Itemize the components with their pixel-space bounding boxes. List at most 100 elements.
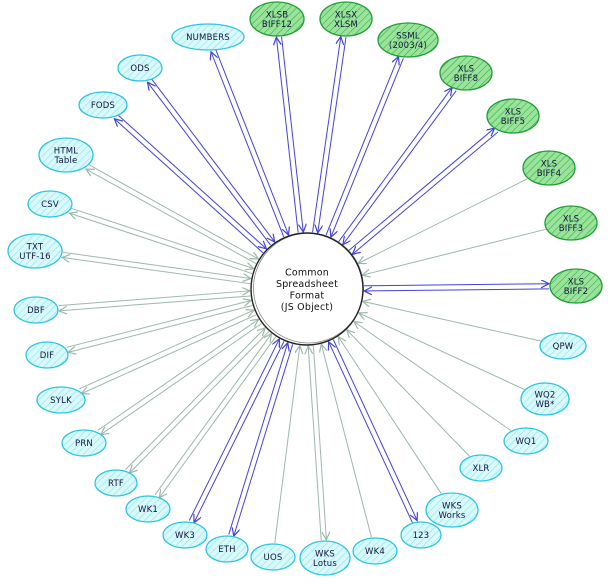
node-shape (125, 495, 171, 523)
node-dif: DIF (25, 341, 69, 369)
read-arrow (58, 291, 250, 307)
read-arrow (329, 342, 413, 523)
node-shape (38, 137, 94, 173)
node-label: ETH (218, 545, 236, 555)
node-123: 123 (400, 521, 442, 549)
edge-wk3 (188, 339, 285, 523)
node-shape (544, 205, 598, 241)
read-arrow (281, 36, 304, 232)
node-shape (319, 1, 373, 37)
node-shape (439, 55, 493, 91)
node-eth: ETH (205, 535, 249, 563)
node-label: RTF (108, 479, 124, 489)
write-arrow (325, 57, 398, 236)
read-arrow (125, 328, 265, 470)
node-label: NUMBERS (186, 33, 230, 43)
write-arrow (363, 284, 549, 286)
node-label: WK4 (365, 547, 385, 557)
read-arrow (154, 334, 271, 496)
write-arrow (147, 82, 271, 246)
node-shape (94, 469, 138, 497)
write-arrow (62, 257, 251, 285)
read-arrow (117, 114, 267, 249)
node-shape (299, 540, 351, 576)
node-shape (250, 543, 296, 571)
read-arrow (62, 251, 251, 278)
read-arrow (151, 78, 275, 242)
edge-wq2 (359, 313, 525, 390)
node-label: ODS (130, 64, 149, 74)
edge-wks-works (338, 337, 442, 494)
node-dbf: DBF (13, 296, 59, 324)
read-arrow (215, 49, 289, 235)
node-numbers: NUMBERS (171, 23, 245, 51)
node-ssml: SSML(2003/4) (377, 22, 439, 58)
write-arrow (338, 88, 452, 242)
write-arrow (194, 340, 285, 523)
read-arrow (352, 131, 499, 254)
edge-wk4 (321, 344, 372, 538)
node-label: DBF (27, 306, 45, 316)
read-arrow (363, 301, 541, 342)
edge-uos (274, 346, 300, 544)
read-arrow (88, 164, 258, 259)
edge-rtf (125, 328, 270, 473)
read-arrow (343, 90, 457, 245)
read-arrow (362, 228, 546, 275)
node-shape (503, 427, 549, 455)
node-shape (162, 521, 208, 549)
node-label: FODS (91, 101, 115, 111)
edge-xls-biff5 (348, 128, 499, 254)
edge-ods (147, 78, 275, 246)
read-arrow (331, 58, 404, 237)
read-arrow (359, 313, 525, 390)
write-arrow (312, 37, 341, 233)
node-shape (25, 341, 69, 369)
node-shape (459, 454, 503, 482)
edge-dbf (59, 291, 251, 311)
node-label: 123 (413, 531, 430, 541)
edge-ssml (325, 57, 404, 238)
node-shape (61, 429, 107, 457)
node-shape (425, 492, 479, 528)
node-shape (377, 22, 439, 58)
node-uos: UOS (250, 543, 296, 571)
edge-eth (228, 343, 294, 536)
center-shape-sketch (253, 232, 364, 344)
write-arrow (312, 345, 326, 540)
node-shape (539, 332, 587, 360)
edge-wq1 (354, 322, 512, 431)
write-arrow (86, 169, 257, 265)
node-label: CSV (41, 200, 59, 210)
edge-xlsb (276, 37, 303, 233)
node-shape (352, 537, 398, 565)
node-label: WK1 (138, 505, 158, 515)
node-xlr: XLR (459, 454, 503, 482)
node-shape (520, 382, 570, 416)
node-shape (27, 190, 73, 218)
read-arrow (318, 37, 347, 233)
node-shape (78, 91, 128, 119)
node-shape (249, 1, 305, 37)
node-label: QPW (553, 342, 574, 352)
edge-numbers (211, 49, 289, 238)
edges (59, 37, 549, 544)
node-shape (171, 23, 245, 51)
edge-xls-biff8 (338, 88, 457, 245)
